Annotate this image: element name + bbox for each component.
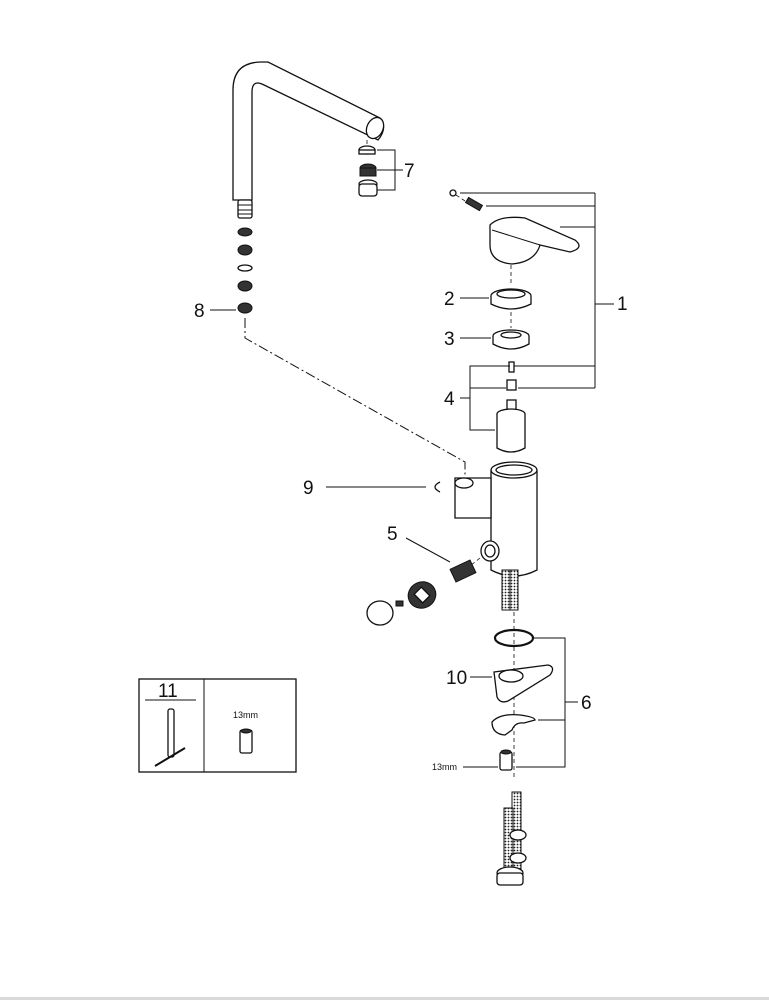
mounting-plate [493,664,554,703]
callout-1: 1 [617,294,628,315]
callout-3: 3 [444,329,455,350]
callout-2: 2 [444,289,455,310]
callout-5: 5 [387,524,398,545]
callout-6: 6 [581,693,592,714]
callout-6-bracket [516,637,578,768]
cartridge [496,361,526,453]
assembly-path-line [244,318,466,475]
retaining-clip [434,481,441,493]
t-wrench-icon [154,708,186,767]
stud-size-label: 13mm [432,762,457,772]
bottom-border [0,997,769,1000]
handle-parts [449,189,580,285]
cartridge-nut [492,329,530,350]
aerator-set [358,145,378,197]
callout-8: 8 [194,301,205,322]
spout-seal-stack [237,199,253,314]
horseshoe-washer [491,714,536,736]
tool-box: 11 13mm [138,678,297,773]
callout-11: 11 [158,681,178,702]
callout-5-leader [405,537,451,563]
callout-9: 9 [303,478,314,499]
faucet-body [454,461,538,577]
callout-10: 10 [446,668,467,689]
callout-1-bracket [460,192,614,389]
callout-7: 7 [404,161,415,182]
callout-4: 4 [444,389,455,410]
supply-hoses-lower [496,791,527,886]
mounting-stud [499,751,513,771]
socket-icon [239,728,253,754]
cover-cap [490,288,532,310]
diverter-valve [366,557,481,626]
tool-size-label: 13mm [233,710,258,720]
callout-7-bracket [377,149,403,191]
supply-hose [501,569,511,611]
spout [232,61,385,201]
